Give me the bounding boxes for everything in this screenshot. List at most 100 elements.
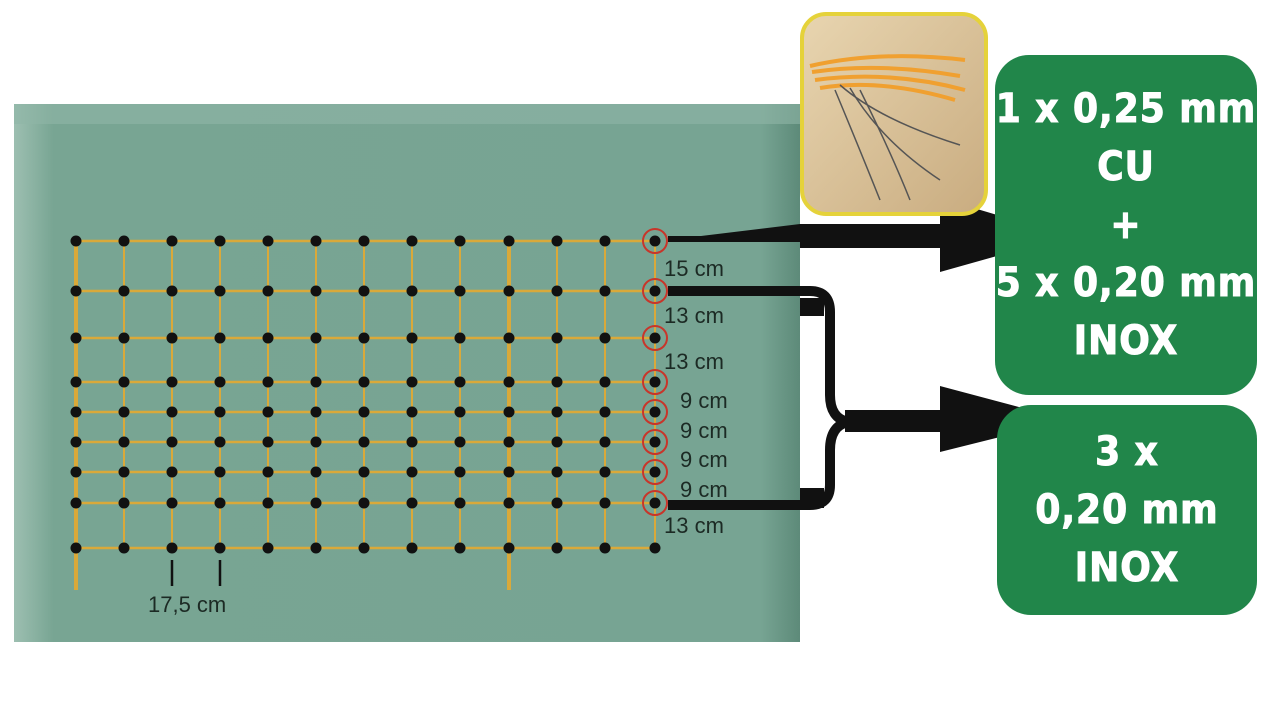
knot-dot bbox=[118, 542, 130, 554]
knot-dot bbox=[118, 285, 130, 297]
knot-dot bbox=[70, 406, 82, 418]
knot-dot bbox=[503, 436, 515, 448]
knot-dot bbox=[551, 436, 563, 448]
knot-dot bbox=[406, 497, 418, 509]
knot-dot bbox=[118, 235, 130, 247]
row-spacing-label: 9 cm bbox=[680, 447, 728, 472]
spec-line: 3 x bbox=[1095, 429, 1159, 476]
row-spacing-label: 13 cm bbox=[664, 303, 724, 328]
knot-dot bbox=[166, 285, 178, 297]
knot-dot bbox=[454, 376, 466, 388]
knot-dot bbox=[454, 285, 466, 297]
knot-dot bbox=[649, 406, 661, 418]
wire-spec-box-bottom: 3 x 0,20 mm INOX bbox=[997, 405, 1257, 615]
knot-dot bbox=[649, 332, 661, 344]
highlight-ring bbox=[642, 278, 668, 304]
knot-dot bbox=[118, 466, 130, 478]
knot-dot bbox=[551, 466, 563, 478]
knot-dot bbox=[406, 376, 418, 388]
knot-dot bbox=[262, 497, 274, 509]
knot-dot bbox=[70, 285, 82, 297]
row-spacing-label: 13 cm bbox=[664, 349, 724, 374]
grid bbox=[70, 228, 668, 590]
highlight-ring bbox=[642, 429, 668, 455]
highlight-ring bbox=[642, 369, 668, 395]
knot-dot bbox=[503, 235, 515, 247]
knot-dot bbox=[454, 497, 466, 509]
knot-dot bbox=[214, 406, 226, 418]
spec-line: 0,20 mm bbox=[1035, 487, 1219, 534]
knot-dot bbox=[262, 376, 274, 388]
knot-dot bbox=[166, 332, 178, 344]
knot-dot bbox=[649, 235, 661, 247]
knot-dot bbox=[599, 285, 611, 297]
knot-dot bbox=[70, 376, 82, 388]
highlight-ring bbox=[642, 228, 668, 254]
knot-dot bbox=[310, 285, 322, 297]
knot-dot bbox=[599, 376, 611, 388]
knot-dot bbox=[118, 497, 130, 509]
arrow-top bbox=[668, 198, 1068, 272]
knot-dot bbox=[649, 497, 661, 509]
highlight-ring bbox=[642, 399, 668, 425]
knot-dot bbox=[551, 376, 563, 388]
knot-dot bbox=[262, 436, 274, 448]
knot-dot bbox=[649, 376, 661, 388]
knot-dot bbox=[118, 406, 130, 418]
knot-dot bbox=[70, 497, 82, 509]
knot-dot bbox=[358, 497, 370, 509]
knot-dot bbox=[649, 285, 661, 297]
knot-dot bbox=[70, 466, 82, 478]
knot-dot bbox=[358, 376, 370, 388]
knot-dot bbox=[599, 332, 611, 344]
knot-dot bbox=[649, 542, 661, 554]
spec-line: INOX bbox=[1073, 318, 1179, 365]
knot-dot bbox=[310, 376, 322, 388]
knot-dot bbox=[262, 285, 274, 297]
knot-dot bbox=[166, 542, 178, 554]
knot-dot bbox=[649, 436, 661, 448]
knot-dot bbox=[70, 542, 82, 554]
knot-dot bbox=[166, 235, 178, 247]
knot-dot bbox=[599, 406, 611, 418]
row-spacing-label: 15 cm bbox=[664, 256, 724, 281]
knot-dot bbox=[166, 376, 178, 388]
knot-dot bbox=[358, 332, 370, 344]
knot-dot bbox=[214, 235, 226, 247]
knot-dot bbox=[310, 406, 322, 418]
row-spacing-label: 9 cm bbox=[680, 477, 728, 502]
knot-dot bbox=[118, 332, 130, 344]
knot-dot bbox=[406, 542, 418, 554]
knot-dot bbox=[310, 235, 322, 247]
knot-dot bbox=[262, 542, 274, 554]
knot-dot bbox=[166, 406, 178, 418]
spec-line: INOX bbox=[1074, 545, 1180, 592]
knot-dot bbox=[454, 466, 466, 478]
knot-dot bbox=[262, 235, 274, 247]
knot-dot bbox=[551, 235, 563, 247]
knot-dot bbox=[503, 406, 515, 418]
knot-dot bbox=[310, 436, 322, 448]
knot-dot bbox=[262, 466, 274, 478]
spec-line: + bbox=[1110, 202, 1142, 249]
spec-line: 5 x 0,20 mm bbox=[995, 260, 1257, 307]
knot-dot bbox=[454, 542, 466, 554]
knot-dot bbox=[649, 466, 661, 478]
knot-dot bbox=[551, 406, 563, 418]
knot-dot bbox=[70, 332, 82, 344]
spec-line: CU bbox=[1097, 144, 1155, 191]
knot-dot bbox=[406, 332, 418, 344]
knot-dot bbox=[358, 436, 370, 448]
knot-dot bbox=[454, 235, 466, 247]
knot-dot bbox=[454, 406, 466, 418]
knot-dot bbox=[406, 235, 418, 247]
knot-dot bbox=[310, 332, 322, 344]
wire-photo bbox=[800, 12, 988, 216]
knot-dot bbox=[262, 406, 274, 418]
knot-dot bbox=[358, 235, 370, 247]
knot-dot bbox=[70, 235, 82, 247]
knot-dot bbox=[70, 436, 82, 448]
knot-dot bbox=[551, 542, 563, 554]
knot-dot bbox=[406, 406, 418, 418]
